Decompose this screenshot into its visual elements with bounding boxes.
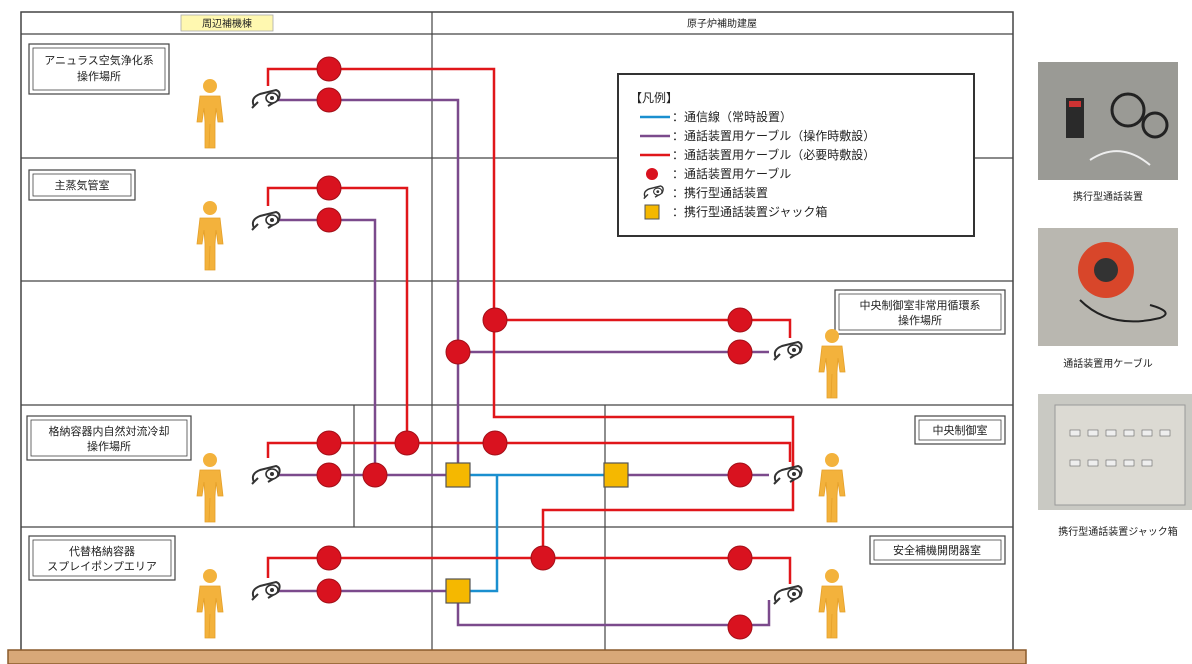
svg-text:中央制御室: 中央制御室 xyxy=(933,423,988,437)
svg-text:操作場所: 操作場所 xyxy=(87,439,131,453)
svg-text:主蒸気管室: 主蒸気管室 xyxy=(55,178,110,192)
svg-text:操作場所: 操作場所 xyxy=(898,313,942,327)
room-label-main-steam: 主蒸気管室 xyxy=(28,169,136,201)
photo-portable-phone xyxy=(1038,62,1178,180)
svg-text:アニュラス空気浄化系: アニュラス空気浄化系 xyxy=(44,53,154,67)
legend-jack-box xyxy=(644,204,660,220)
legend-red-dot xyxy=(646,168,658,180)
photo-caption-portable-phone: 携行型通話装置 xyxy=(1073,190,1143,203)
red-dots xyxy=(316,56,753,640)
header-left: 周辺補機棟 xyxy=(202,17,252,30)
svg-text:：通話装置用ケーブル（必要時敷設）: ：通話装置用ケーブル（必要時敷設） xyxy=(672,147,875,162)
legend-title: 【凡例】 xyxy=(630,91,678,105)
purple-cables xyxy=(270,98,771,627)
room-label-central-control: 中央制御室 xyxy=(914,415,1006,445)
header-left-highlight xyxy=(180,14,274,32)
svg-text:操作場所: 操作場所 xyxy=(77,69,121,83)
room-label-safety-switchgear: 安全補機開閉器室 xyxy=(869,535,1006,565)
blue-communication-lines xyxy=(458,473,616,593)
photo-jack-box xyxy=(1038,394,1192,510)
svg-text:スプレイポンプエリア: スプレイポンプエリア xyxy=(47,560,157,573)
svg-text:中央制御室非常用循環系: 中央制御室非常用循環系 xyxy=(860,298,981,312)
room-label-spray-pump: 代替格納容器 スプレイポンプエリア xyxy=(28,535,176,581)
header-right: 原子炉補助建屋 xyxy=(687,17,757,30)
legend: 【凡例】 ：通信線（常時設置） ：通話装置用ケーブル（操作時敷設） ：通話装置用… xyxy=(617,73,975,237)
svg-text:格納容器内自然対流冷却: 格納容器内自然対流冷却 xyxy=(49,424,170,438)
photo-caption-jack-box: 携行型通話装置ジャック箱 xyxy=(1058,525,1178,538)
floor-band xyxy=(7,649,1027,664)
room-label-containment-cooling: 格納容器内自然対流冷却 操作場所 xyxy=(26,415,192,461)
jack-boxes xyxy=(445,462,629,604)
svg-text:代替格納容器: 代替格納容器 xyxy=(69,544,135,558)
svg-text:：通信線（常時設置）: ：通信線（常時設置） xyxy=(672,109,792,124)
svg-text:：携行型通話装置ジャック箱: ：携行型通話装置ジャック箱 xyxy=(672,204,827,219)
svg-text:：携行型通話装置: ：携行型通話装置 xyxy=(672,185,768,200)
room-label-ccr-emergency: 中央制御室非常用循環系 操作場所 xyxy=(834,289,1006,335)
photo-cable-reel xyxy=(1038,228,1178,346)
svg-text:：通話装置用ケーブル（操作時敷設）: ：通話装置用ケーブル（操作時敷設） xyxy=(672,128,875,143)
svg-text:安全補機開閉器室: 安全補機開閉器室 xyxy=(893,543,981,557)
svg-text:：通話装置用ケーブル: ：通話装置用ケーブル xyxy=(672,166,791,181)
photo-caption-cable-reel: 通話装置用ケーブル xyxy=(1063,357,1152,370)
room-label-annulus: アニュラス空気浄化系 操作場所 xyxy=(28,43,170,95)
